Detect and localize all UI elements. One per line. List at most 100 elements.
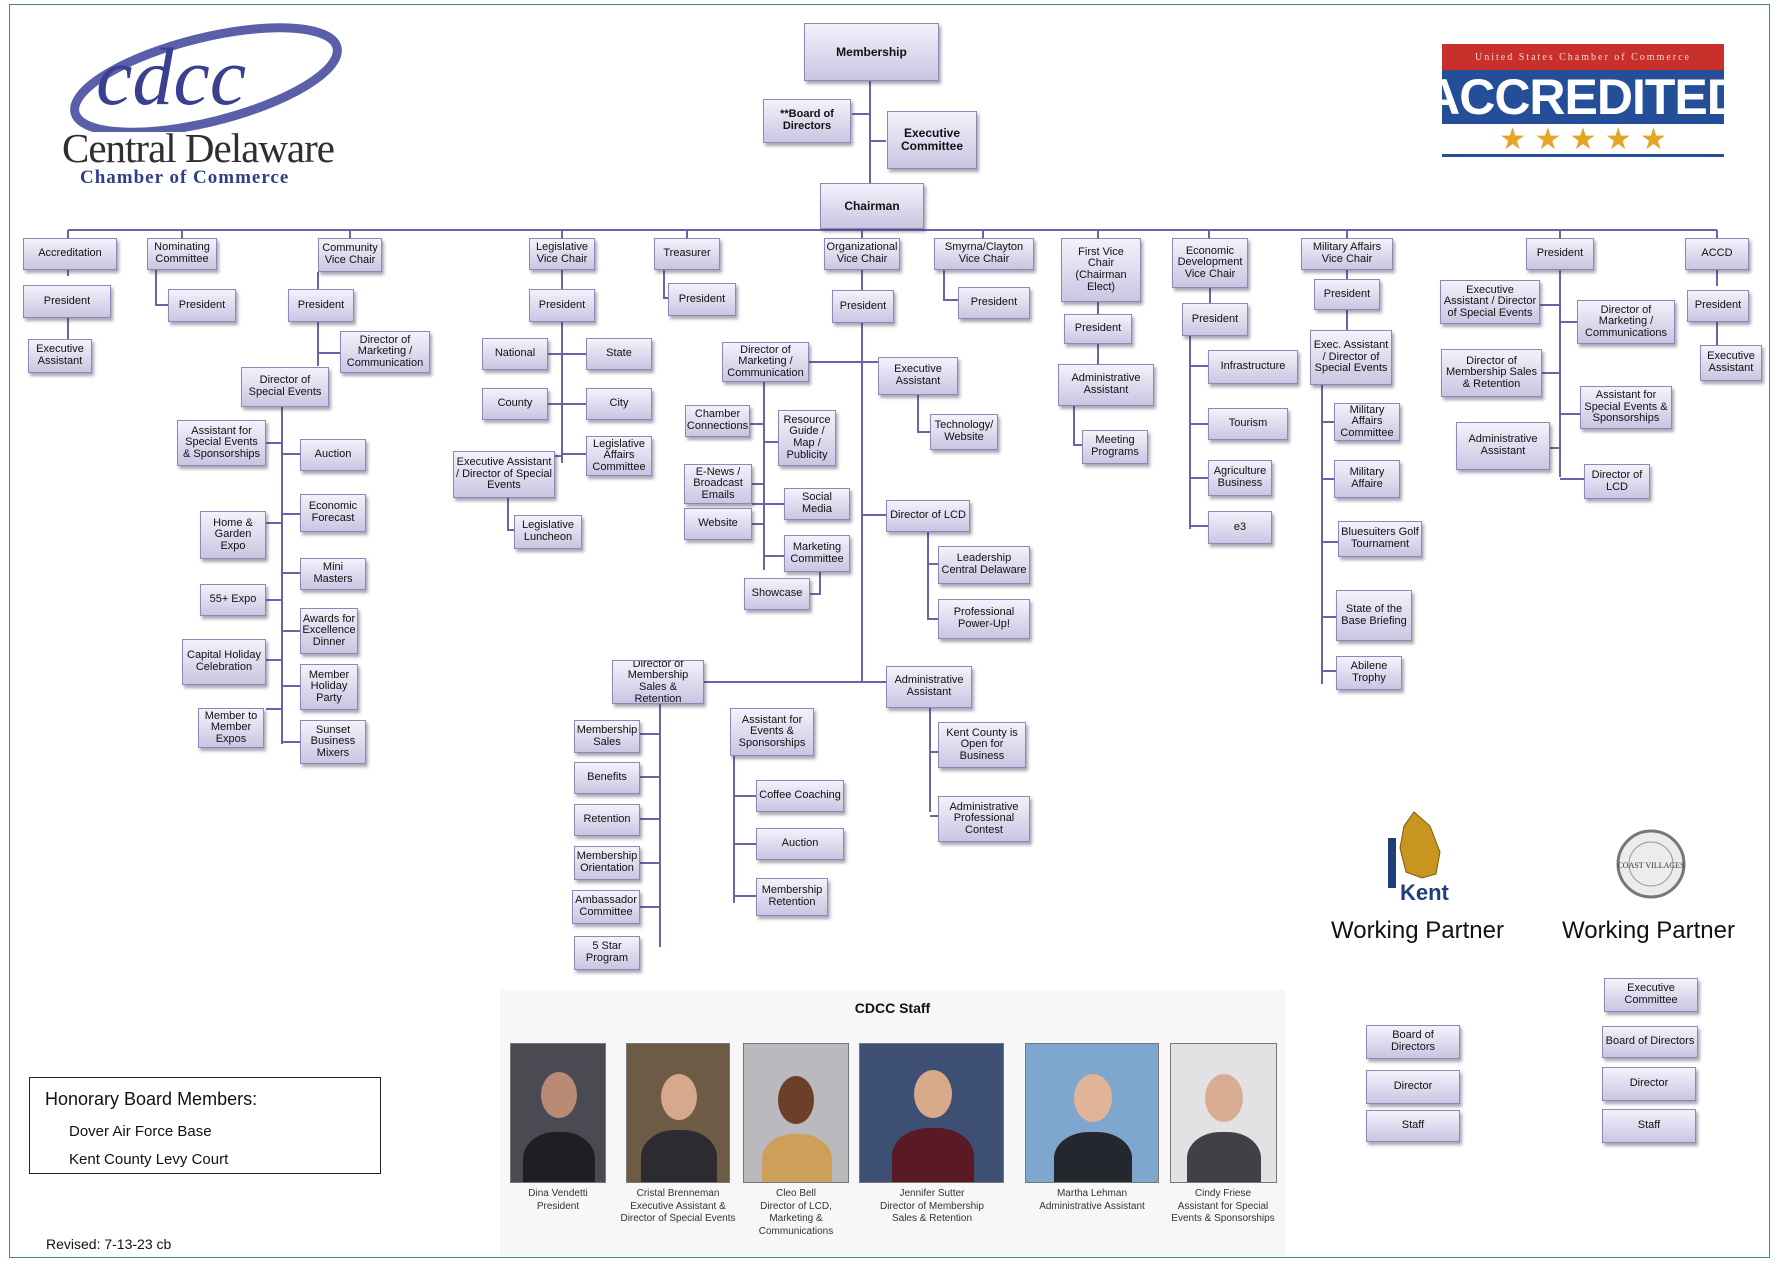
box-org-technology-website: Technology/ Website <box>930 414 998 450</box>
box-community-55-expo: 55+ Expo <box>200 584 266 616</box>
box-econ-e3: e3 <box>1208 511 1272 544</box>
staff-panel: CDCC Staff Dina Vendetti President Crist… <box>500 990 1285 1256</box>
box-military-affairs-vice-chair: Military Affairs Vice Chair <box>1301 238 1393 270</box>
box-org-resource-guide: Resource Guide / Map / Publicity <box>778 410 836 466</box>
box-legislative-vice-chair: Legislative Vice Chair <box>529 238 595 270</box>
box-accd: ACCD <box>1685 238 1749 270</box>
box-president-top: President <box>1526 238 1594 270</box>
box-military-exec-assistant: Exec. Assistant / Director of Special Ev… <box>1310 330 1392 385</box>
coast-logo-text: COAST VILLAGES <box>1617 861 1684 870</box>
staff-photo-3 <box>743 1043 849 1183</box>
box-first-vc-meeting-programs: Meeting Programs <box>1082 430 1148 464</box>
box-executive-committee: Executive Committee <box>887 111 977 169</box>
box-president-dir-lcd: Director of LCD <box>1584 464 1650 499</box>
box-military-state-of-base: State of the Base Briefing <box>1336 590 1412 641</box>
box-org-membership-retention: Membership Retention <box>756 878 828 916</box>
box-accreditation-president: President <box>23 285 111 318</box>
box-community-awards-dinner: Awards for Excellence Dinner <box>300 608 358 654</box>
box-partner2-exec-committee: Executive Committee <box>1604 978 1698 1012</box>
box-military-bluesuiters-golf: Bluesuiters Golf Tournament <box>1338 521 1422 557</box>
page-frame <box>9 4 1770 1258</box>
cdcc-swoosh-mark: cdcc <box>70 23 342 132</box>
box-community-holiday-party: Member Holiday Party <box>300 664 358 710</box>
box-military-abilene-trophy: Abilene Trophy <box>1336 656 1402 690</box>
box-org-benefits: Benefits <box>574 762 640 794</box>
box-org-website: Website <box>684 508 752 540</box>
box-community-dir-marketing: Director of Marketing / Communication <box>340 331 430 373</box>
box-smyrna-clayton-vice-chair: Smyrna/Clayton Vice Chair <box>934 238 1034 270</box>
working-partner-label-1: Working Partner <box>1331 917 1504 944</box>
box-president-dir-membership: Director of Membership Sales & Retention <box>1441 349 1542 397</box>
box-org-membership-sales: Membership Sales <box>574 720 640 753</box>
box-org-leadership-central-delaware: Leadership Central Delaware <box>938 546 1030 584</box>
staff-title: CDCC Staff <box>854 1000 931 1016</box>
box-chairman: Chairman <box>820 183 924 229</box>
box-president-exec-assistant: Executive Assistant / Director of Specia… <box>1440 280 1540 324</box>
box-org-membership-orientation: Membership Orientation <box>574 846 640 880</box>
staff-caption-4: Jennifer Sutter Director of Membership S… <box>880 1188 984 1224</box>
staff-photo-4 <box>859 1043 1004 1183</box>
box-community-dir-special-events: Director of Special Events <box>241 367 329 407</box>
box-economic-development-vice-chair: Economic Development Vice Chair <box>1172 238 1248 288</box>
box-org-social-media: Social Media <box>784 488 850 520</box>
box-legislative-city: City <box>586 388 652 420</box>
box-org-coffee-coaching: Coffee Coaching <box>756 780 844 812</box>
box-community-mini-masters: Mini Masters <box>300 558 366 590</box>
box-community-asst-special-events: Assistant for Special Events & Sponsorsh… <box>177 420 266 466</box>
box-org-marketing-committee: Marketing Committee <box>784 535 850 572</box>
box-legislative-national: National <box>482 338 548 370</box>
box-community-member-expos: Member to Member Expos <box>198 708 264 748</box>
box-membership: Membership <box>804 23 939 81</box>
box-org-admin-assistant: Administrative Assistant <box>886 666 972 708</box>
staff-photo-6 <box>1170 1043 1277 1183</box>
box-community-home-garden-expo: Home & Garden Expo <box>200 511 266 559</box>
box-org-dir-marketing: Director of Marketing / Communication <box>722 342 809 382</box>
box-econ-president: President <box>1182 303 1248 336</box>
cdcc-logo: cdcc Central Delaware Chamber of Commerc… <box>58 22 358 188</box>
box-community-capital-holiday: Capital Holiday Celebration <box>182 639 266 685</box>
honorary-item-1: Dover Air Force Base <box>69 1123 212 1140</box>
accredited-badge: United States Chamber of Commerce ACCRED… <box>1424 44 1743 159</box>
box-organizational-president: President <box>832 290 894 323</box>
box-org-dir-membership: Director of Membership Sales & Retention <box>612 660 704 704</box>
box-org-ambassador-committee: Ambassador Committee <box>572 890 640 924</box>
box-military-affaire: Military Affaire <box>1334 460 1400 498</box>
box-community-vice-chair: Community Vice Chair <box>318 238 382 272</box>
box-president-admin-assistant: Administrative Assistant <box>1456 422 1550 470</box>
box-org-director-lcd: Director of LCD <box>886 500 970 532</box>
box-org-chamber-connections: Chamber Connections <box>685 405 750 437</box>
box-board-of-directors: **Board of Directors <box>763 99 851 143</box>
box-first-vc-admin-assistant: Administrative Assistant <box>1058 364 1154 406</box>
honorary-board-box: Honorary Board Members: Dover Air Force … <box>29 1077 381 1174</box>
staff-caption-6: Cindy Friese Assistant for Special Event… <box>1171 1188 1275 1224</box>
accredited-stars: ★ ★ ★ ★ ★ <box>1442 123 1724 157</box>
box-first-vice-chair: First Vice Chair (Chairman Elect) <box>1061 238 1141 302</box>
box-organizational-vice-chair: Organizational Vice Chair <box>824 238 900 270</box>
box-treasurer: Treasurer <box>654 238 720 270</box>
box-accd-president: President <box>1687 290 1749 322</box>
box-accreditation: Accreditation <box>23 238 117 270</box>
box-accd-exec-assistant: Executive Assistant <box>1700 345 1762 381</box>
working-partner-label-2: Working Partner <box>1562 917 1735 944</box>
staff-caption-3: Cleo Bell Director of LCD, Marketing & C… <box>758 1188 834 1237</box>
cdcc-mark-text: cdcc <box>96 31 246 122</box>
honorary-title: Honorary Board Members: <box>45 1089 258 1109</box>
accredited-title: ACCREDITED <box>1424 69 1743 125</box>
box-legislative-president: President <box>529 289 595 322</box>
staff-caption-5: Martha Lehman Administrative Assistant <box>1039 1188 1145 1212</box>
box-legislative-affairs-committee: Legislative Affairs Committee <box>586 436 652 476</box>
box-org-admin-contest: Administrative Professional Contest <box>938 796 1030 842</box>
cdcc-logo-subtitle: Chamber of Commerce <box>80 167 290 188</box>
box-econ-agriculture-business: Agriculture Business <box>1208 460 1272 496</box>
box-econ-tourism: Tourism <box>1208 408 1288 440</box>
box-org-retention: Retention <box>574 804 640 836</box>
staff-caption-1: Dina Vendetti President <box>528 1188 588 1212</box>
box-legislative-luncheon: Legislative Luncheon <box>514 515 582 549</box>
box-org-showcase: Showcase <box>744 578 810 610</box>
box-legislative-exec-assistant: Executive Assistant / Director of Specia… <box>453 451 555 498</box>
box-org-enews: E-News / Broadcast Emails <box>684 464 752 504</box>
box-smyrna-president: President <box>958 287 1030 319</box>
box-partner1-staff: Staff <box>1366 1110 1460 1142</box>
box-org-events-auction: Auction <box>756 828 844 860</box>
